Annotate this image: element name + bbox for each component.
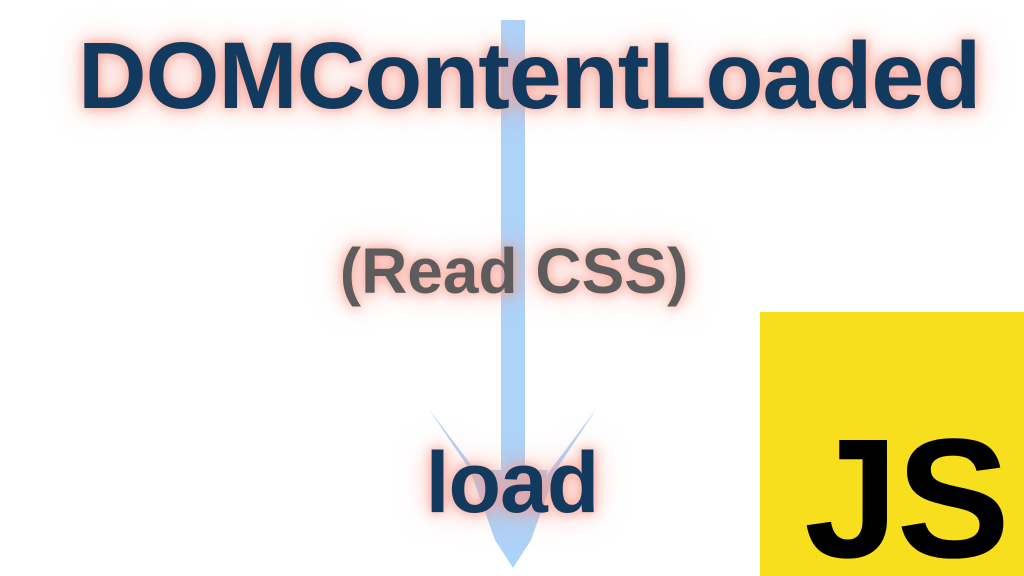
arrow-head-left-wing: [428, 408, 513, 568]
page-title: DOMContentLoaded: [78, 23, 981, 129]
arrow-head-point: [478, 470, 548, 568]
javascript-logo-text: JS: [804, 404, 1010, 576]
load-event-text: load: [425, 435, 600, 531]
arrow-shaft: [501, 20, 525, 540]
arrow-head-right-wing: [513, 408, 597, 568]
read-css-annotation-text: (Read CSS): [339, 235, 689, 307]
javascript-logo: JS: [760, 312, 1024, 576]
load-event-label: load: [0, 440, 1024, 526]
read-css-annotation: (Read CSS): [0, 239, 1024, 303]
